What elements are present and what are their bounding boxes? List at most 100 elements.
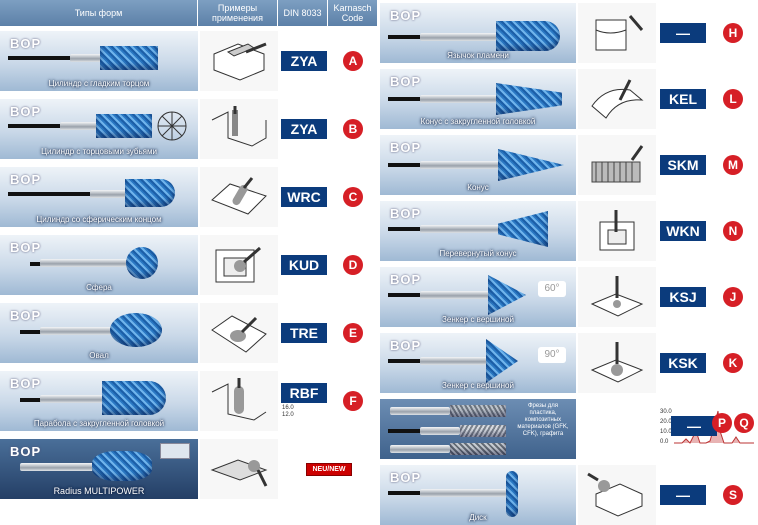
tool-image: Фрезы для пластика, композитных материал… — [380, 399, 576, 459]
tool-image: BOP Диск — [380, 465, 576, 525]
brand-logo: BOP — [10, 36, 42, 51]
din-code-cell: KSJ — [656, 267, 708, 327]
din-code-badge: WKN — [660, 221, 706, 241]
din-code-badge: KSJ — [660, 287, 706, 307]
tool-image: BOP Цилиндр с торцовыми зубьями — [0, 99, 198, 159]
karnasch-code-badge: J — [723, 287, 743, 307]
table-row: BOP Язычок пламени — H — [380, 3, 758, 63]
application-sketch — [576, 135, 656, 195]
brand-logo: BOP — [390, 74, 422, 89]
new-badge: NEU/NEW — [306, 462, 352, 476]
shape-name: Radius MULTIPOWER — [53, 486, 145, 496]
karnasch-code-badge: B — [343, 119, 363, 139]
karnasch-code-cell: C — [328, 167, 378, 227]
application-sketch — [198, 31, 278, 91]
din-code-badge: SKM — [660, 155, 706, 175]
application-sketch — [198, 371, 278, 431]
brand-logo: BOP — [390, 338, 422, 353]
brand-logo: BOP — [10, 376, 42, 391]
application-sketch — [576, 267, 656, 327]
tool-image: BOP Сфера — [0, 235, 198, 295]
din-code-cell: TRE — [278, 303, 328, 363]
application-sketch — [198, 167, 278, 227]
table-row: BOP Radius MULTIPOWER NEU/NEW — [0, 439, 378, 499]
right-panel: BOP Язычок пламени — H BOP Конус с закру… — [380, 0, 758, 525]
application-sketch — [576, 465, 656, 525]
tool-image: BOP Конус — [380, 135, 576, 195]
din-code-badge: ZYA — [281, 51, 327, 71]
din-code-cell: WRC — [278, 167, 328, 227]
din-code-cell: KEL — [656, 69, 708, 129]
din-code-badge: — — [660, 485, 706, 505]
header-types: Типы форм — [0, 0, 198, 26]
plastic-note: Фрезы для пластика, композитных материал… — [517, 403, 569, 437]
new-badge-cell: NEU/NEW — [278, 439, 378, 499]
din-code-badge: ZYA — [281, 119, 327, 139]
din-code-cell: SKM — [656, 135, 708, 195]
din-code-cell: KSK — [656, 333, 708, 393]
table-row: BOP Сфера KUD D — [0, 235, 378, 295]
shape-name: Конус — [467, 183, 489, 192]
shape-name: Сфера — [86, 283, 112, 292]
din-code-badge: — — [671, 416, 717, 436]
karnasch-code-badge: F — [343, 391, 363, 411]
application-sketch — [198, 303, 278, 363]
brand-logo: BOP — [390, 140, 422, 155]
shape-name: Перевернутый конус — [439, 249, 517, 258]
tool-image: BOP Radius MULTIPOWER — [0, 439, 198, 499]
brand-logo: BOP — [390, 470, 422, 485]
karnasch-code-badge: C — [343, 187, 363, 207]
angle-badge: 60° — [538, 281, 566, 297]
brand-logo: BOP — [10, 444, 42, 459]
patent-badge — [160, 443, 190, 459]
tool-image: BOP Перевернутый конус — [380, 201, 576, 261]
table-row: BOP Цилиндр с гладким торцом ZYA A — [0, 31, 378, 91]
brand-logo: BOP — [390, 272, 422, 287]
din-code-cell: — — [656, 465, 708, 525]
karnasch-code-cell: K — [708, 333, 758, 393]
brand-logo: BOP — [10, 240, 42, 255]
karnasch-code-badge: P — [712, 413, 732, 433]
rbf-scale: 16.0 12.0 — [282, 405, 294, 418]
application-sketch — [198, 99, 278, 159]
karnasch-code-badge: N — [723, 221, 743, 241]
application-sketch — [576, 69, 656, 129]
din-code-cell: ZYA — [278, 31, 328, 91]
application-sketch — [576, 399, 656, 459]
shape-name: Овал — [89, 351, 109, 360]
din-code-badge: RBF — [281, 383, 327, 403]
din-code-cell: — — [656, 3, 708, 63]
karnasch-code-cell: B — [328, 99, 378, 159]
table-row: BOP Конус с закругленной головкой KEL L — [380, 69, 758, 129]
shape-name: Парабола с закругленной головкой — [33, 419, 165, 428]
karnasch-code-badge: S — [723, 485, 743, 505]
karnasch-code-cell: M — [708, 135, 758, 195]
karnasch-code-badge: D — [343, 255, 363, 275]
table-row: BOP Перевернутый конус WKN N — [380, 201, 758, 261]
table-row: BOP 60° Зенкер с вершиной KSJ J — [380, 267, 758, 327]
tool-image: BOP Овал — [0, 303, 198, 363]
shape-name: Цилиндр с гладким торцом — [48, 79, 150, 88]
karnasch-code-cell: S — [708, 465, 758, 525]
brand-logo: BOP — [10, 172, 42, 187]
brand-logo: BOP — [390, 206, 422, 221]
table-row: BOP Диск — S — [380, 465, 758, 525]
tool-image: BOP 60° Зенкер с вершиной — [380, 267, 576, 327]
svg-text:0.0: 0.0 — [660, 439, 669, 445]
header-din: DIN 8033 — [278, 0, 328, 26]
application-sketch — [576, 3, 656, 63]
din-code-badge: WRC — [281, 187, 327, 207]
table-row: BOP Овал TRE E — [0, 303, 378, 363]
karnasch-code-badge: K — [723, 353, 743, 373]
svg-text:30.0: 30.0 — [660, 409, 672, 415]
tool-image: BOP Парабола с закругленной головкой — [0, 371, 198, 431]
shape-name: Цилиндр со сферическим концом — [36, 215, 162, 224]
table-row: BOP Цилиндр со сферическим концом WRC C — [0, 167, 378, 227]
table-row: BOP Парабола с закругленной головкой RBF… — [0, 371, 378, 431]
tool-image: BOP Цилиндр со сферическим концом — [0, 167, 198, 227]
din-code-badge: TRE — [281, 323, 327, 343]
angle-badge: 90° — [538, 347, 566, 363]
karnasch-code-badge: M — [723, 155, 743, 175]
table-row: BOP 90° Зенкер с вершиной KSK K — [380, 333, 758, 393]
din-code-badge: KSK — [660, 353, 706, 373]
